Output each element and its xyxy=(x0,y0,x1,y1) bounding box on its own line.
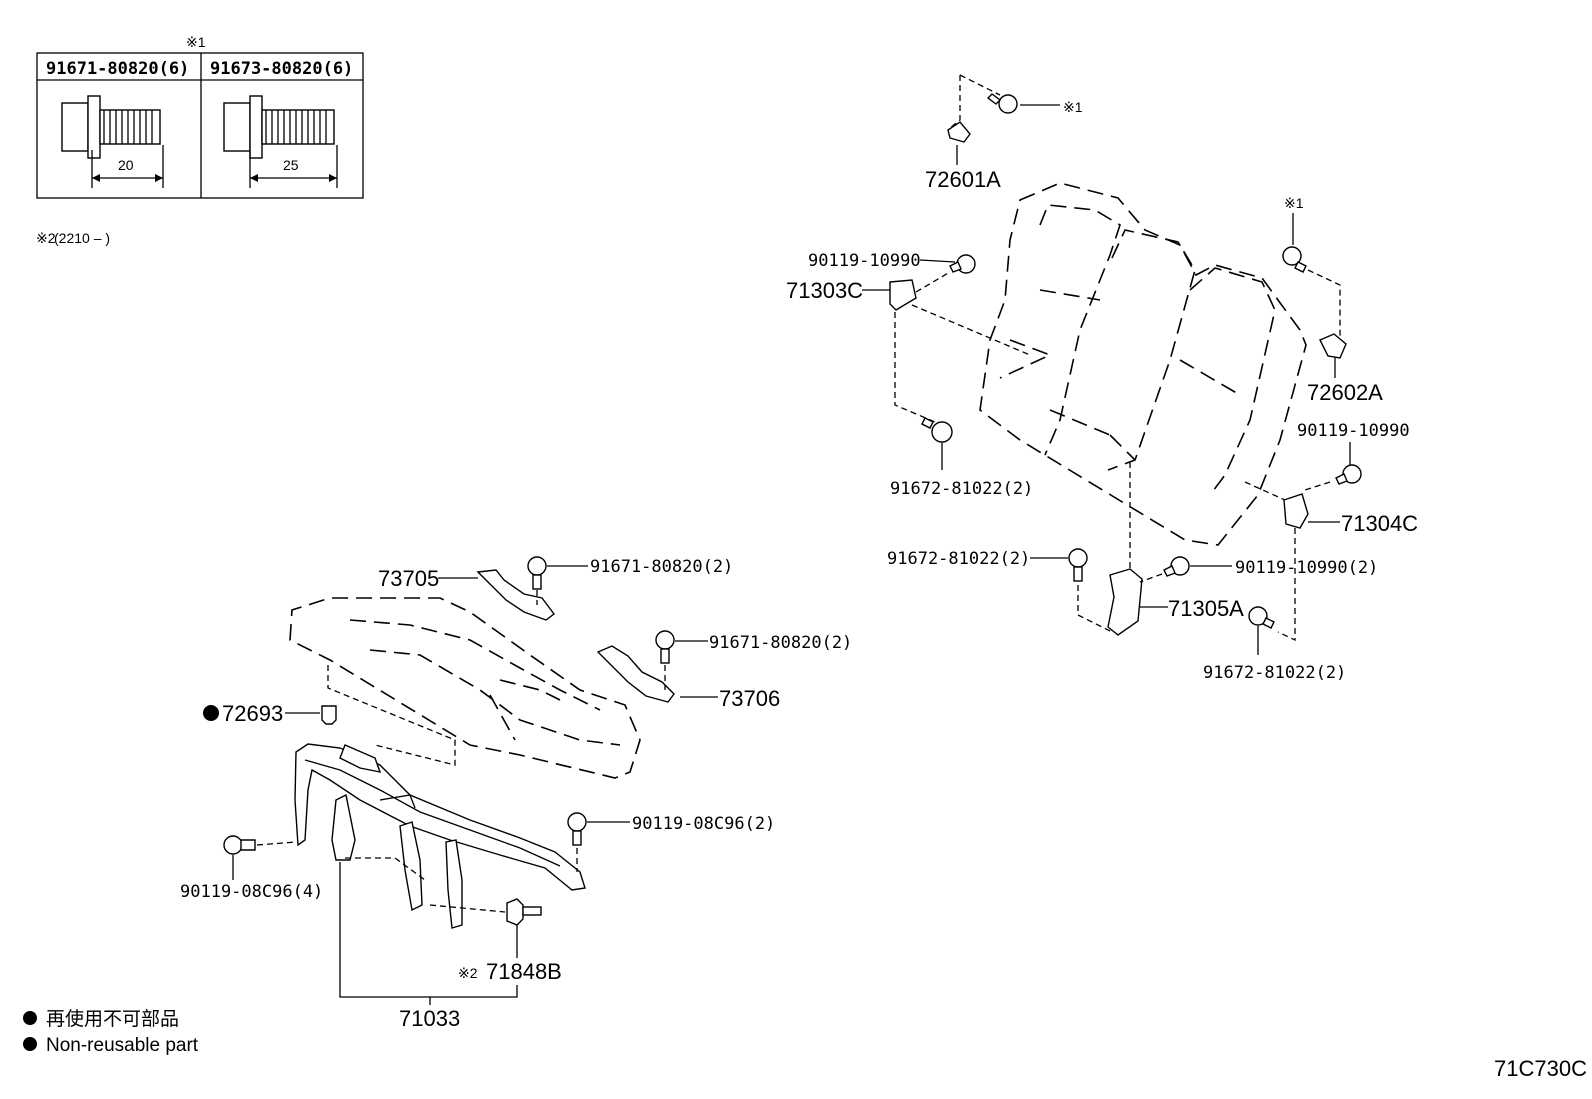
legend-dot-en xyxy=(23,1037,37,1051)
note2-mark: ※2 xyxy=(36,230,56,246)
hardware-72602A: ※1 72602A xyxy=(1282,195,1383,405)
callout-91672-81022-c: 91672-81022(2) xyxy=(1203,663,1346,683)
hardware-71305A: 91672-81022(2) 71305A 90119-10990(2) 916… xyxy=(887,462,1378,683)
callout-72693: 72693 xyxy=(222,701,283,726)
callout-71305A: 71305A xyxy=(1168,596,1244,621)
legend-jp: 再使用不可部品 xyxy=(46,1008,179,1030)
bolt-91671-drawing: 20 xyxy=(61,95,164,188)
seat-back-outline xyxy=(979,182,1307,546)
bolt-length-25: 25 xyxy=(283,157,299,173)
table-header-1: 91671-80820(6) xyxy=(46,59,189,79)
callout-90119-08C96-a: 90119-08C96(2) xyxy=(632,814,775,834)
callout-72601A: 72601A xyxy=(925,167,1001,192)
note2-range: (2210 – ) xyxy=(54,230,110,246)
hardware-73705: 73705 91671-80820(2) xyxy=(378,556,733,621)
seat-frame-71033 xyxy=(294,743,586,929)
legend-dot-jp xyxy=(23,1011,37,1025)
callout-90119-08C96-b: 90119-08C96(4) xyxy=(180,882,323,902)
legend: 再使用不可部品 Non-reusable part xyxy=(23,1008,199,1056)
table-header-2: 91673-80820(6) xyxy=(210,59,353,79)
hardware-72693: 72693 xyxy=(203,701,337,726)
callout-73705: 73705 xyxy=(378,566,439,591)
diagram-id: 71C730C xyxy=(1494,1056,1587,1081)
callout-71033: 71033 xyxy=(399,1006,460,1031)
hardware-73706: 91671-80820(2) 73706 xyxy=(596,630,852,711)
bolt-length-20: 20 xyxy=(118,157,134,173)
callout-73706: 73706 xyxy=(719,686,780,711)
mark-2-callout: ※2 xyxy=(458,965,478,981)
callout-90119-10990-b: 90119-10990 xyxy=(1297,421,1410,441)
callout-72602A: 72602A xyxy=(1307,380,1383,405)
callout-90119-10990-a: 90119-10990 xyxy=(808,251,921,271)
callout-91672-81022-a: 91672-81022(2) xyxy=(890,479,1033,499)
callout-71303C: 71303C xyxy=(786,278,863,303)
hardware-90119-08C96: 90119-08C96(2) 90119-08C96(4) xyxy=(180,812,775,902)
mark-1-right: ※1 xyxy=(1284,195,1304,211)
hardware-71303C: 90119-10990 71303C 91672-81022(2) xyxy=(786,251,1033,499)
hardware-71848B: ※2 71848B 71033 xyxy=(339,857,562,1031)
non-reusable-dot xyxy=(203,705,219,721)
callout-91671-80820-b: 91671-80820(2) xyxy=(709,633,852,653)
hardware-72601A: 72601A ※1 xyxy=(925,74,1083,192)
hardware-71304C: 90119-10990 71304C xyxy=(1244,421,1418,642)
callout-90119-10990-c: 90119-10990(2) xyxy=(1235,558,1378,578)
bolt-91673-drawing: 25 xyxy=(223,95,338,188)
mark-1-top: ※1 xyxy=(1063,99,1083,115)
bolt-table: ※1 91671-80820(6) 91673-80820(6) 20 xyxy=(36,34,364,199)
callout-91671-80820-a: 91671-80820(2) xyxy=(590,557,733,577)
seat-cushion-outline xyxy=(289,597,641,779)
callout-91672-81022-b: 91672-81022(2) xyxy=(887,549,1030,569)
table-note-mark: ※1 xyxy=(186,34,206,50)
legend-en: Non-reusable part xyxy=(46,1035,199,1056)
callout-71304C: 71304C xyxy=(1341,511,1418,536)
callout-71848B: 71848B xyxy=(486,959,562,984)
